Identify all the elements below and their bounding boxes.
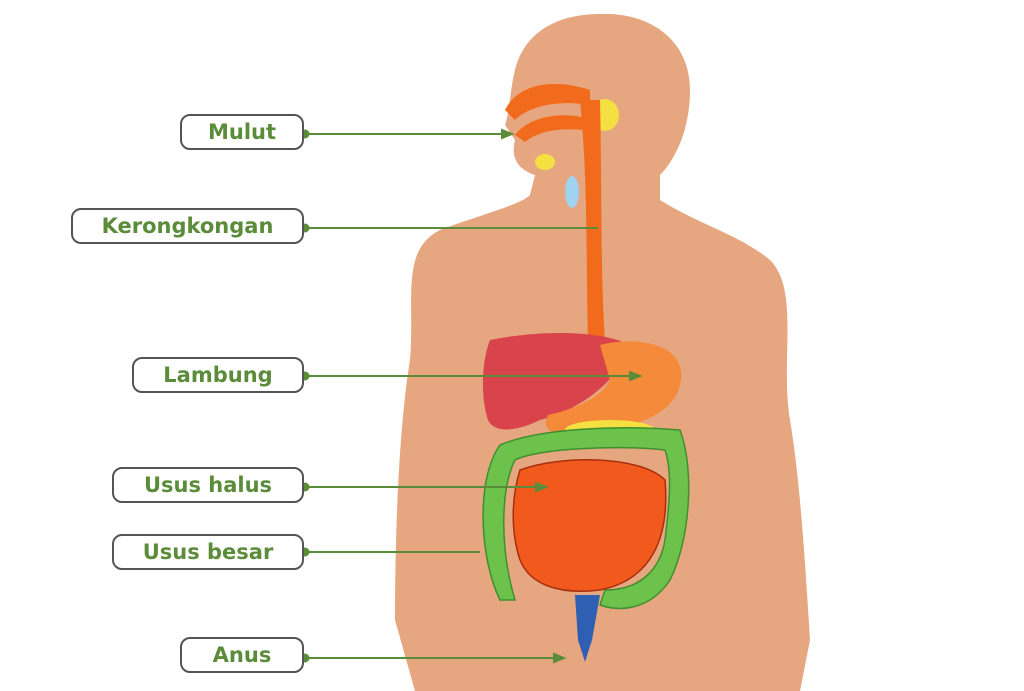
stomach — [545, 341, 682, 436]
small-intestine — [512, 459, 667, 592]
liver — [482, 333, 630, 430]
mouth-inner — [515, 115, 585, 142]
mouth-tongue — [505, 84, 590, 120]
trachea — [565, 176, 579, 208]
label-anus: Anus — [180, 637, 304, 673]
esophagus — [580, 100, 615, 345]
rectum — [575, 595, 600, 662]
label-kerongkongan: Kerongkongan — [71, 208, 304, 244]
label-lambung: Lambung — [132, 357, 304, 393]
salivary-gland — [535, 154, 555, 170]
label-usus-halus: Usus halus — [112, 467, 304, 503]
large-intestine — [482, 427, 690, 610]
pointer-lines — [300, 128, 643, 664]
label-mulut: Mulut — [180, 114, 304, 150]
label-usus-besar: Usus besar — [112, 534, 304, 570]
